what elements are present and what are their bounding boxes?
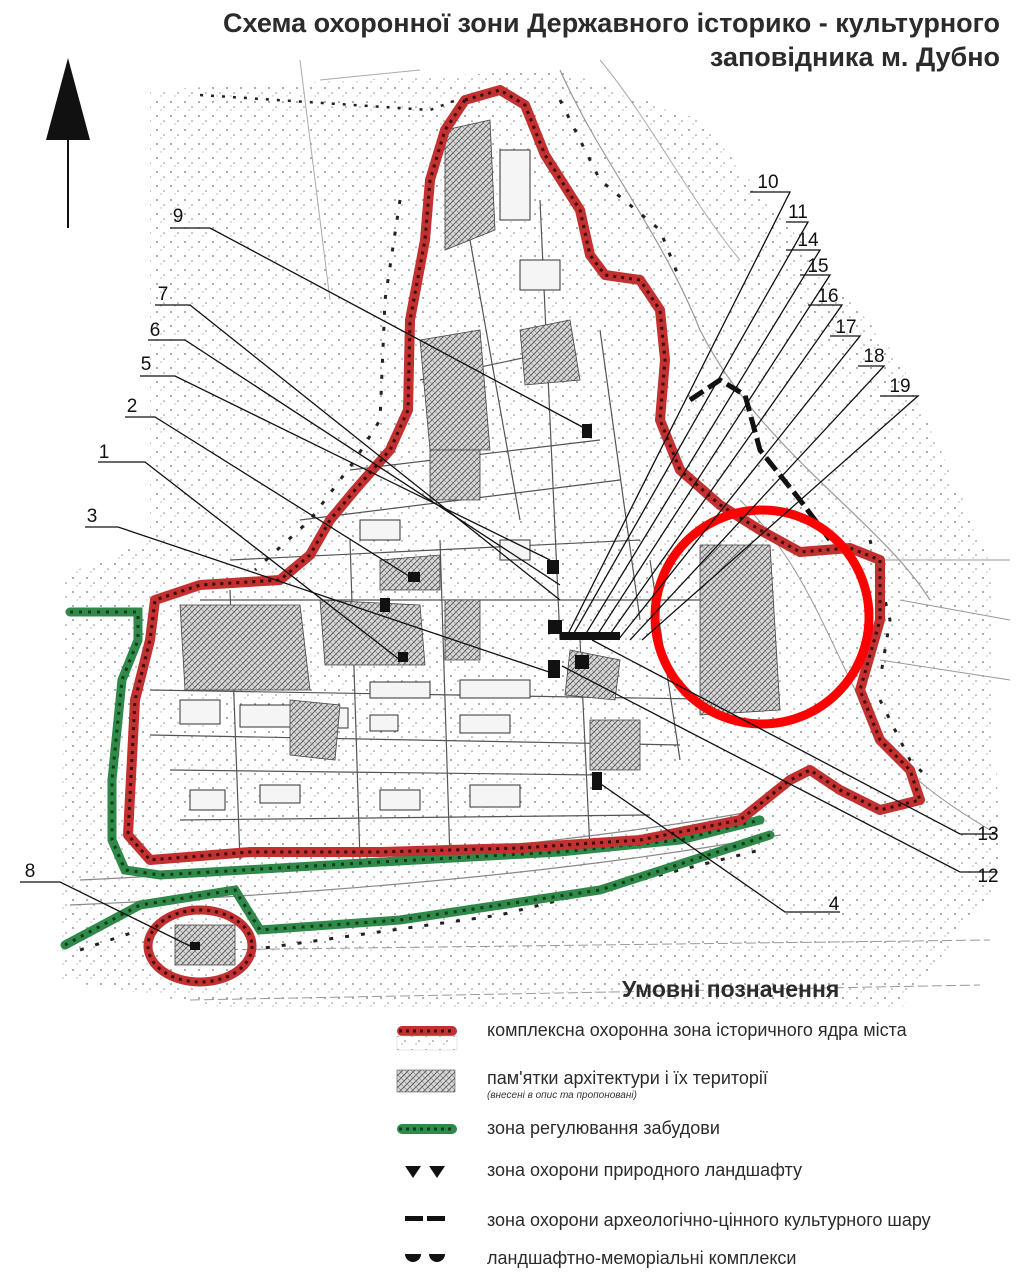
callout-number-18: 18 — [863, 346, 884, 367]
triangle-pair-icon — [405, 1166, 445, 1178]
legend-label: зона охорони археологічно-цінного культу… — [487, 1210, 931, 1230]
green-dotted-band-icon — [397, 1124, 457, 1134]
monument-markers — [190, 424, 620, 950]
map-title-line-1: Схема охоронної зони Державного історико… — [222, 8, 1000, 38]
map-base — [60, 59, 1011, 1010]
landscape-protection-zone — [79, 93, 932, 952]
archaeological-zone — [688, 377, 832, 542]
callout-number-5: 5 — [141, 354, 152, 375]
legend-label: ландшафтно-меморіальні комплекси — [487, 1248, 797, 1268]
building-blocks — [179, 149, 561, 811]
historic-core-protection-zone — [123, 85, 925, 987]
legend-item-regulation-zone: зона регулювання забудови — [395, 1116, 1025, 1156]
half-disc-pair-icon — [405, 1254, 445, 1262]
legend-sublabel: (внесені в опис та пропоновані) — [487, 1090, 637, 1101]
legend-item-archaeological-zone: зона охорони археологічно-цінного культу… — [395, 1208, 1025, 1248]
callout-number-6: 6 — [150, 320, 161, 341]
hatched-block-icon — [396, 1069, 456, 1093]
north-arrow-icon — [46, 58, 90, 228]
callout-number-1: 1 — [99, 442, 110, 463]
callout-number-12: 12 — [977, 866, 998, 887]
callout-number-2: 2 — [127, 396, 138, 417]
callout-number-14: 14 — [797, 230, 819, 251]
map-title-line-2: заповідника м. Дубно — [709, 42, 1000, 72]
legend-item-monuments: пам'ятки архітектури і їх території (вне… — [395, 1066, 1025, 1106]
callout-number-3: 3 — [87, 506, 98, 527]
map-title: Схема охоронної зони Державного історико… — [223, 6, 1000, 74]
highlight-circle[interactable] — [650, 505, 874, 729]
legend-item-complex-zone: комплексна охоронна зона історичного ядр… — [395, 1018, 1025, 1058]
callout-number-11: 11 — [788, 202, 808, 223]
callout-number-7: 7 — [158, 284, 169, 305]
legend-label: зона охорони природного ландшафту — [487, 1160, 802, 1180]
callout-number-19: 19 — [889, 376, 910, 397]
monument-areas — [174, 119, 781, 966]
legend-title: Умовні позначення — [622, 976, 840, 1002]
callout-leaders — [20, 191, 996, 947]
legend-label: комплексна охоронна зона історичного ядр… — [487, 1020, 907, 1040]
legend-label: пам'ятки архітектури і їх території — [487, 1068, 768, 1088]
callout-number-9: 9 — [173, 206, 184, 227]
callout-number-8: 8 — [25, 861, 36, 882]
callout-number-17: 17 — [835, 317, 856, 338]
legend-item-landscape-zone: зона охорони природного ландшафту — [395, 1158, 1025, 1198]
callout-number-13: 13 — [977, 824, 998, 845]
legend-label: зона регулювання забудови — [487, 1118, 720, 1138]
legend-item-memorial-complexes: ландшафтно-меморіальні комплекси — [395, 1246, 1025, 1286]
callout-number-10: 10 — [757, 172, 778, 193]
dash-pair-icon — [405, 1216, 445, 1221]
red-dotted-band-icon — [396, 1026, 458, 1051]
callout-number-15: 15 — [807, 256, 828, 277]
callout-number-4: 4 — [829, 894, 840, 915]
callout-number-16: 16 — [817, 286, 838, 307]
building-regulation-zone — [60, 607, 775, 950]
